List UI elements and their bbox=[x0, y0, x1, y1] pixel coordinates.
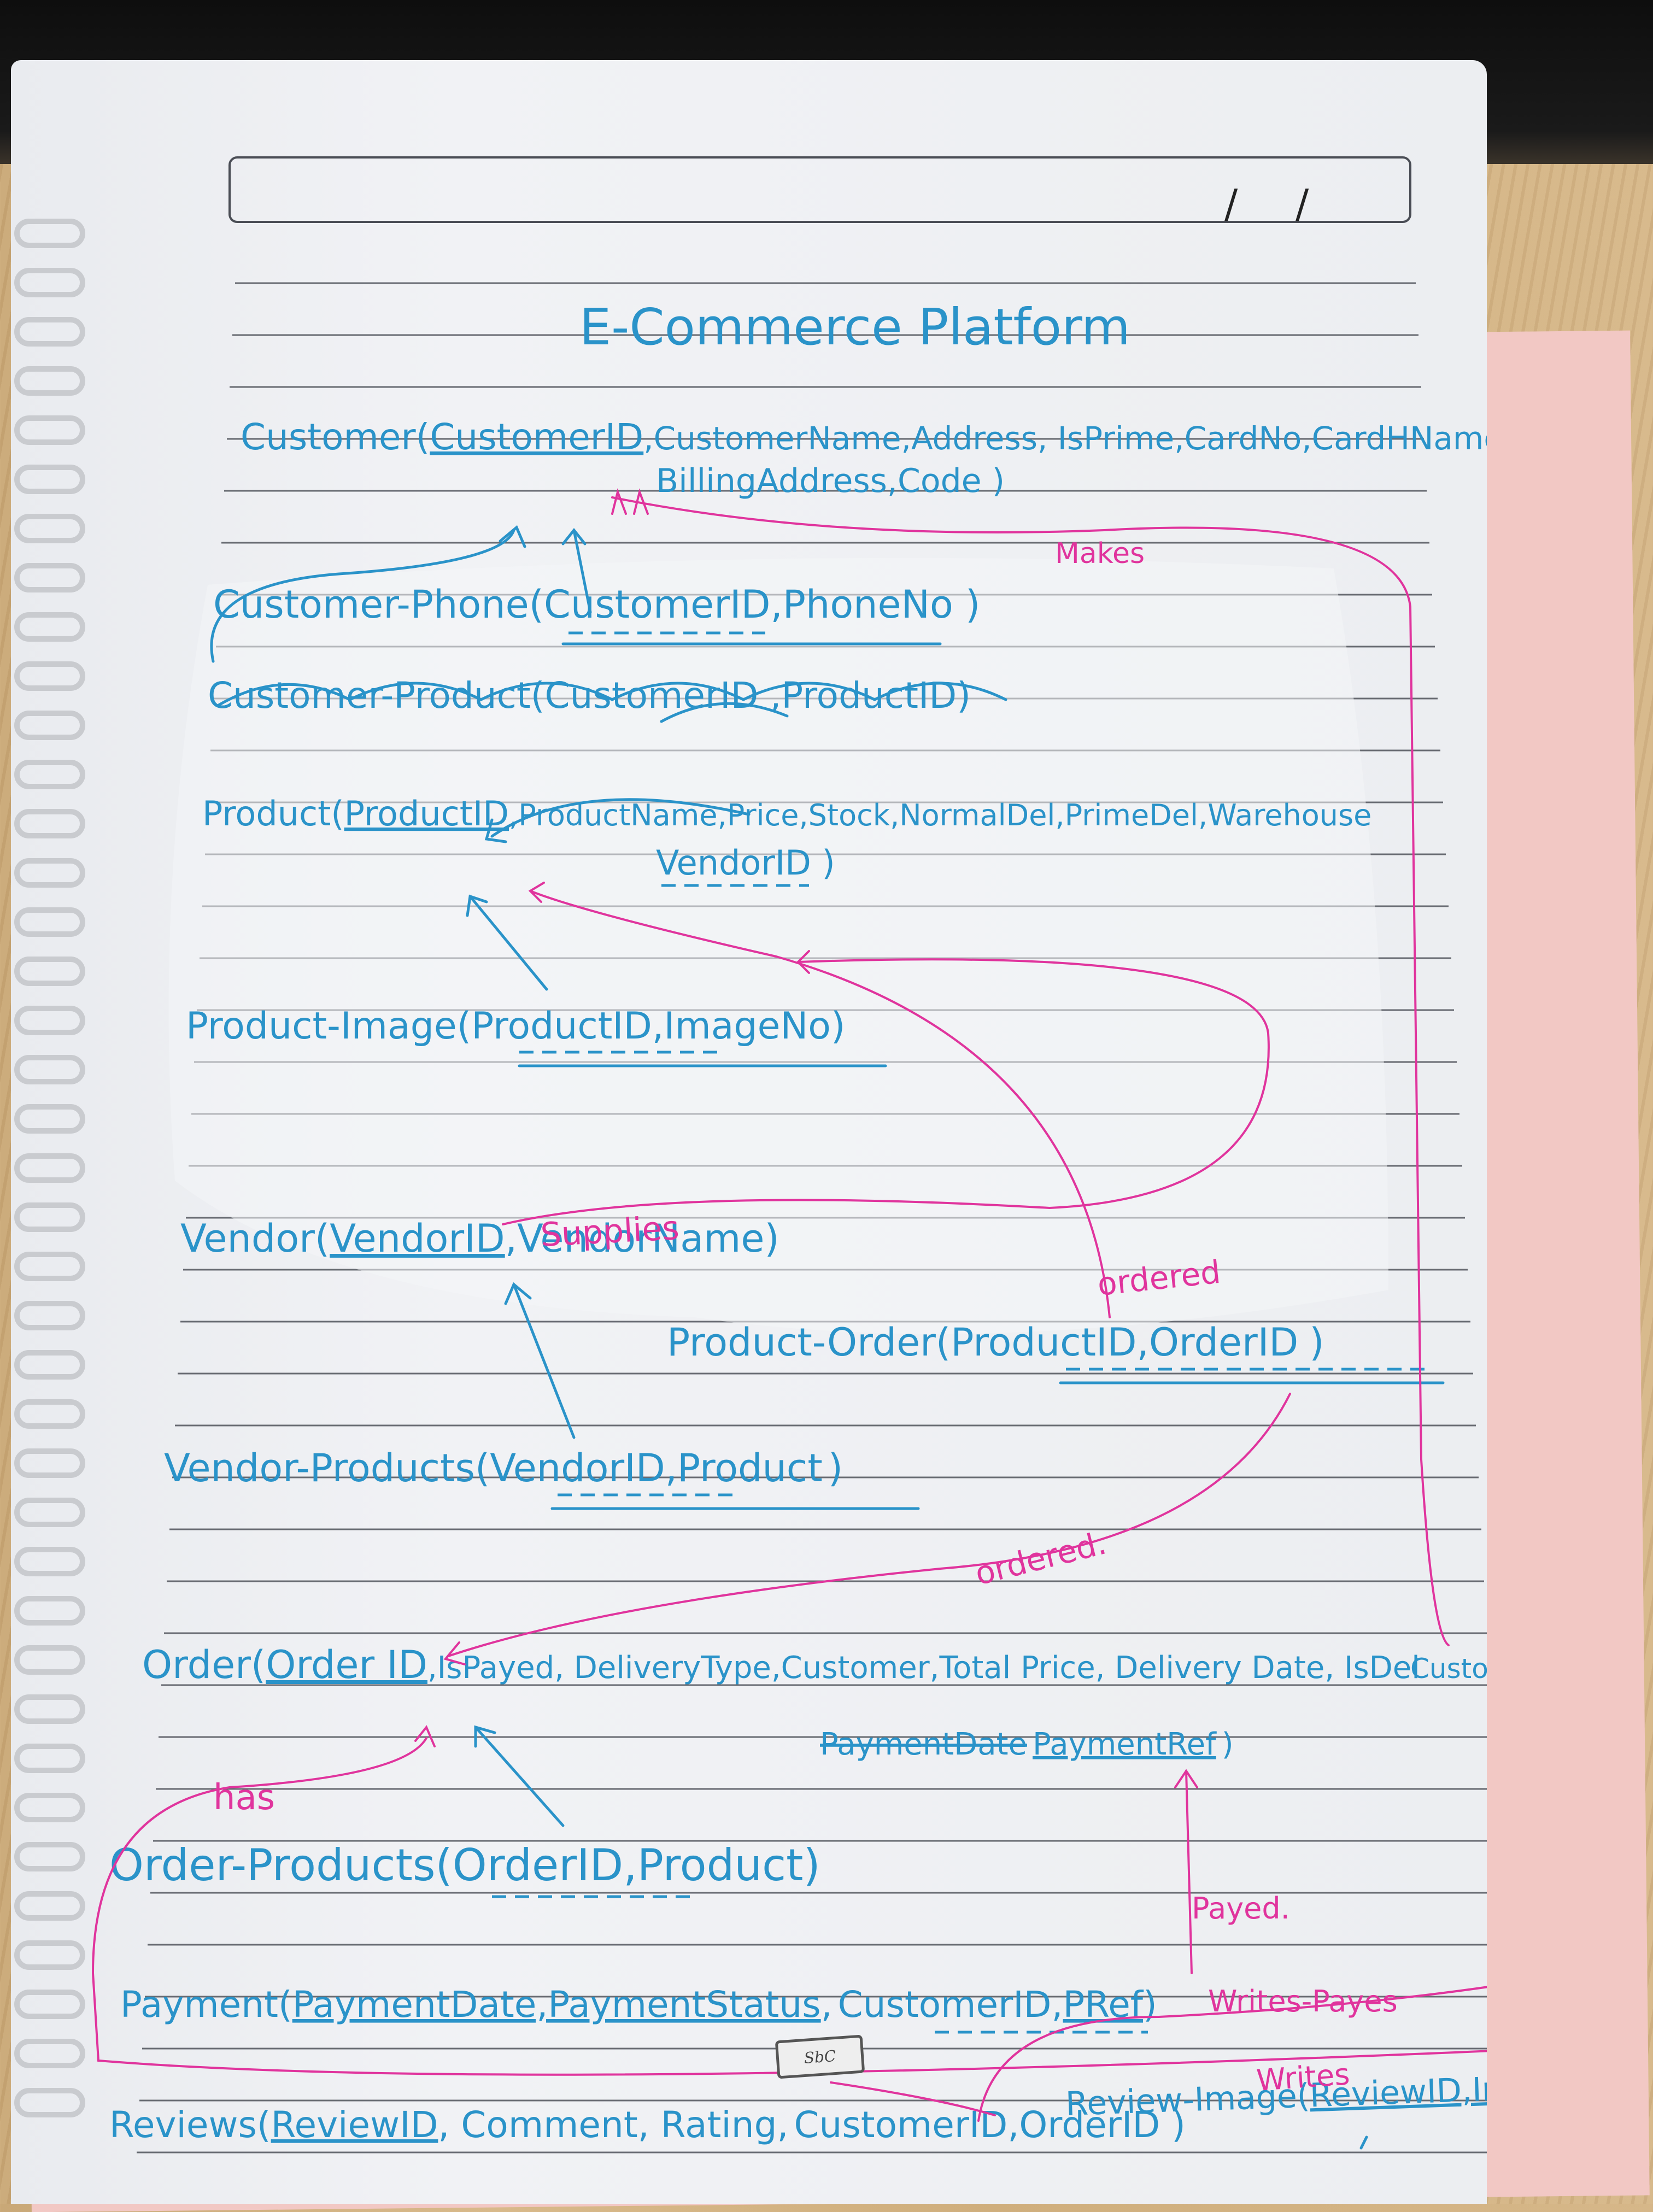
arrow-crossed-to-product bbox=[490, 798, 751, 838]
notebook-page: / / E-Commerce Platform Customer(Custome… bbox=[11, 60, 1487, 2204]
has-line bbox=[91, 1737, 1487, 2076]
label-writes-payes: Writes-Payes bbox=[1208, 1984, 1398, 2019]
relation-vendor: Vendor(VendorID,VendorName) bbox=[180, 1216, 779, 1261]
label-makes: Makes bbox=[1055, 537, 1145, 570]
relation-order-products: Order-Products(OrderID,Product) bbox=[109, 1840, 820, 1891]
payed-line bbox=[1185, 1770, 1193, 1974]
note-customerid: CustomerID bbox=[1410, 1653, 1487, 1685]
label-payed: Payed. bbox=[1192, 1891, 1290, 1926]
relation-customer-product-crossed: Customer-Product(CustomerID ,ProductID) bbox=[208, 674, 971, 717]
writes-line bbox=[977, 1986, 1487, 2122]
ordered-line-1 bbox=[529, 890, 1111, 1318]
label-ordered-1: ordered bbox=[1095, 1253, 1222, 1303]
relation-customer-cont: BillingAddress,Code ) bbox=[656, 462, 1005, 500]
arrow-phone-to-customer bbox=[572, 529, 592, 614]
relation-review-image: Review-Image(ReviewID,Image bbox=[1065, 2068, 1487, 2123]
relation-customer: Customer(CustomerID,CustomerName,Address… bbox=[241, 416, 1487, 458]
label-ordered-2: ordered. bbox=[971, 1524, 1110, 1592]
relation-order: Order(Order ID,IsPayed, DeliveryType,Cus… bbox=[142, 1642, 1420, 1687]
label-supplies: Supplies bbox=[540, 1209, 680, 1254]
page-title: E-Commerce Platform bbox=[579, 298, 1130, 356]
makes-line bbox=[611, 496, 1450, 1646]
scribble-crossout bbox=[217, 682, 1007, 707]
ordered-line-2 bbox=[447, 1393, 1291, 1657]
relation-vendor-products: Vendor-Products(VendorID,Product) bbox=[164, 1446, 843, 1491]
relation-reviews: Reviews(ReviewID, Comment, Rating,Custom… bbox=[109, 2104, 1186, 2146]
arrow-crossed-to-customer bbox=[210, 529, 515, 663]
relation-product-cont: VendorID ) bbox=[656, 843, 835, 883]
notebook-brand-logo: SbC bbox=[775, 2034, 865, 2079]
date-slash-2: / bbox=[1296, 181, 1309, 227]
correction-tape-area bbox=[168, 558, 1388, 1334]
relation-product: Product(ProductID,ProductName,Price,Stoc… bbox=[202, 794, 1371, 834]
arrow-vendorproducts-to-vendor bbox=[512, 1283, 576, 1439]
label-writes: Writes bbox=[1256, 2057, 1351, 2098]
handwriting-layer: / / E-Commerce Platform Customer(Custome… bbox=[91, 181, 1487, 2150]
relation-payment: Payment(PaymentDate,PaymentStatus,Custom… bbox=[120, 1984, 1157, 2026]
date-header-box bbox=[228, 156, 1411, 223]
arrow-image-to-product bbox=[468, 895, 548, 991]
relation-customer-phone: Customer-Phone(CustomerID,PhoneNo ) bbox=[213, 582, 980, 627]
ruled-lines bbox=[137, 156, 1487, 2154]
relation-product-order: Product-Order(ProductID,OrderID) bbox=[667, 1320, 1324, 1365]
relation-product-image: Product-Image(ProductID,ImageNo) bbox=[186, 1005, 845, 1048]
label-has: has bbox=[213, 1777, 275, 1818]
date-slash-1: / bbox=[1224, 181, 1238, 227]
supplies-line bbox=[502, 958, 1270, 1225]
arrow-orderproducts-to-order bbox=[474, 1726, 565, 1827]
